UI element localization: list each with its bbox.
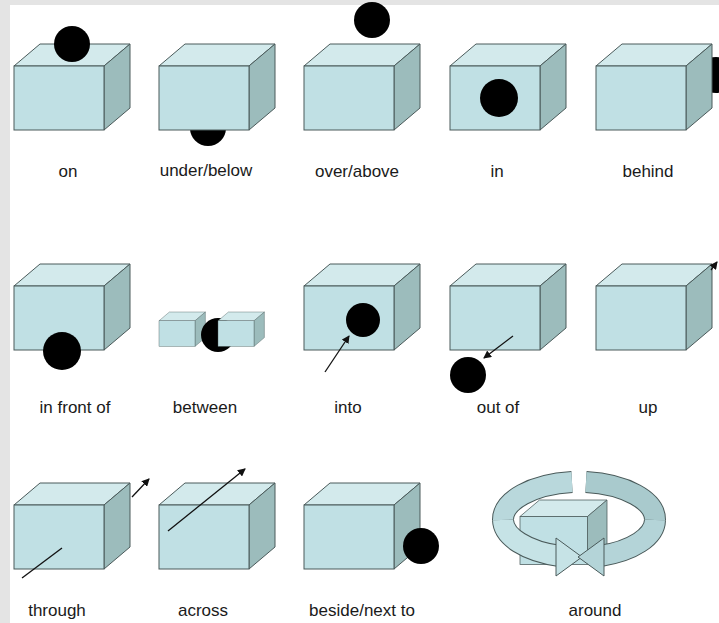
- preposition-label: under/below: [160, 161, 253, 181]
- preposition-label: between: [173, 398, 237, 418]
- preposition-label: in: [490, 162, 503, 182]
- preposition-label: beside/next to: [309, 601, 415, 621]
- preposition-label: around: [569, 601, 622, 621]
- preposition-label: behind: [622, 162, 673, 182]
- preposition-label: in front of: [40, 398, 111, 418]
- preposition-label: out of: [477, 398, 520, 418]
- preposition-label: through: [28, 601, 86, 621]
- preposition-label: into: [334, 398, 361, 418]
- preposition-label: up: [639, 398, 658, 418]
- preposition-label: on: [59, 162, 78, 182]
- preposition-label: over/above: [315, 162, 399, 182]
- preposition-label: across: [178, 601, 228, 621]
